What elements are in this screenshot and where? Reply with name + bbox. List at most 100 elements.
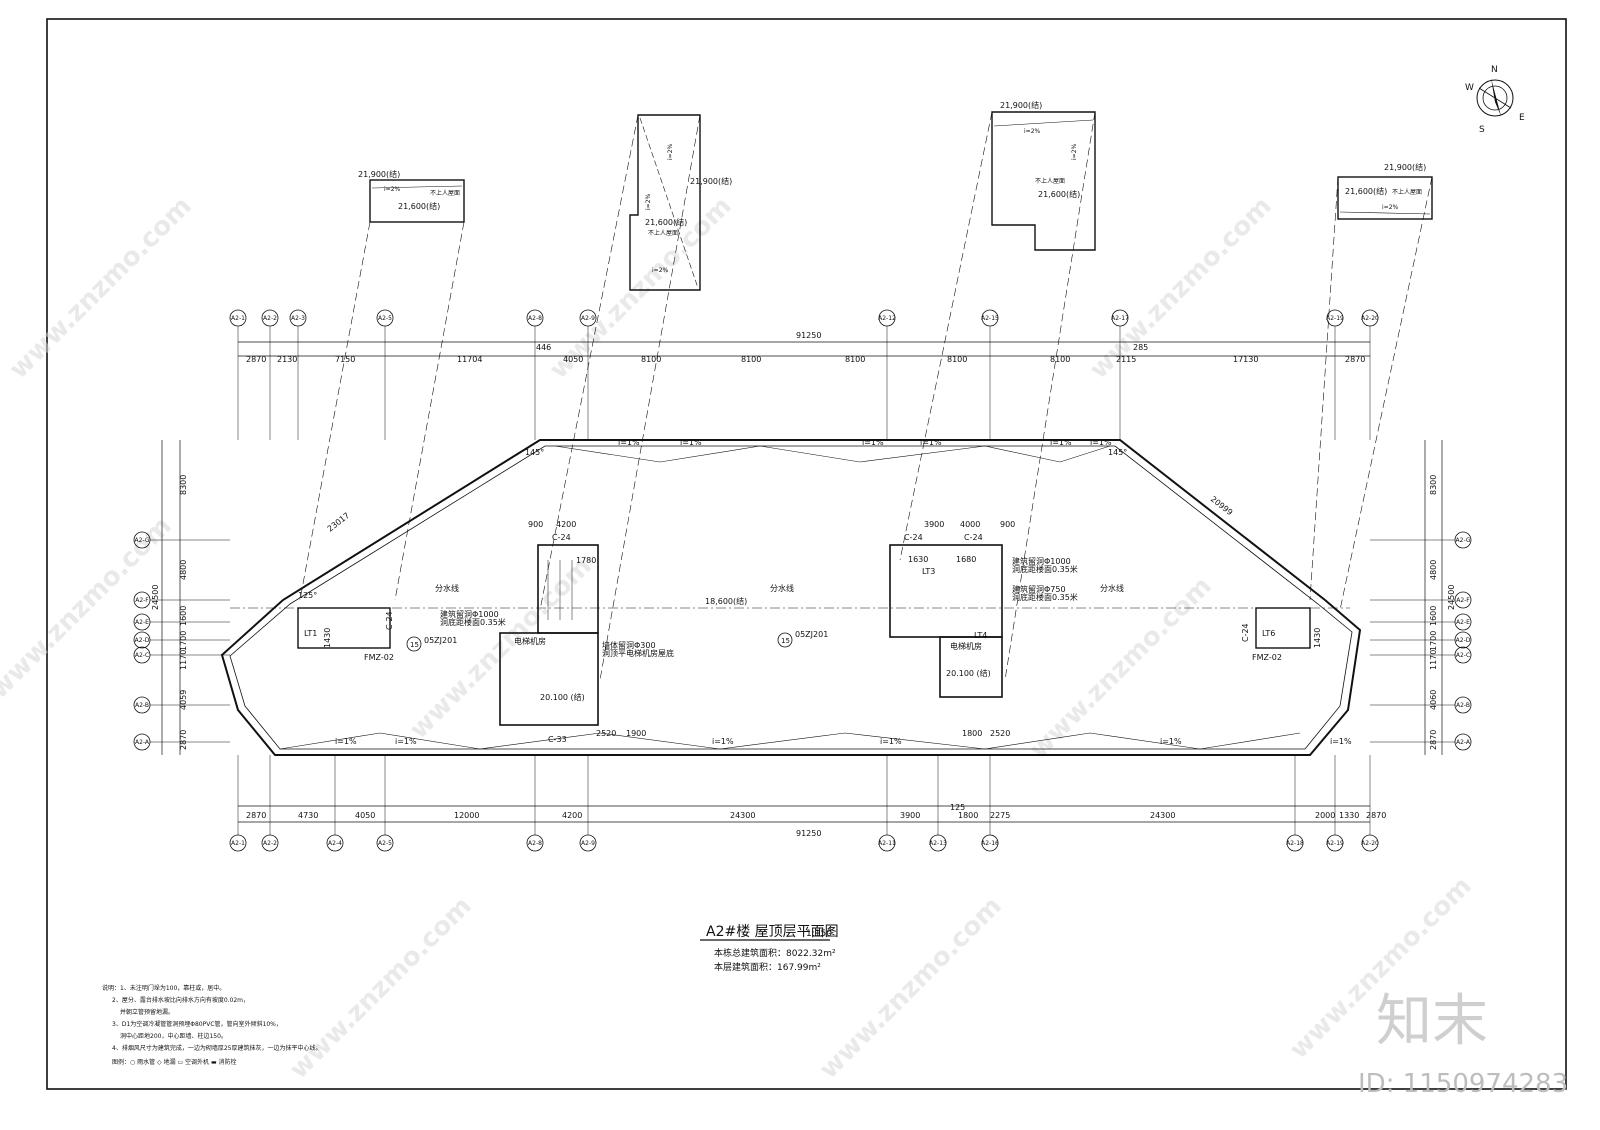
svg-text:12000: 12000: [454, 811, 479, 820]
svg-text:05ZJ201: 05ZJ201: [424, 636, 457, 645]
roof-level: 18,600(结): [705, 596, 747, 606]
total-area: 本栋总建筑面积：8022.32m²: [714, 947, 836, 959]
svg-text:4200: 4200: [562, 811, 582, 820]
axis-bubble-left: A2-F: [133, 591, 151, 609]
top-dimensions: 91250 2870 2130 7150 11704 446 4050 8100…: [238, 331, 1370, 364]
svg-text:分水线: 分水线: [770, 583, 794, 593]
compass-icon: N E S W: [1465, 65, 1525, 135]
brand-logo: 知末: [1376, 989, 1488, 1054]
svg-text:i=1%: i=1%: [618, 438, 640, 447]
svg-text:墙体留洞Φ300: 墙体留洞Φ300: [602, 640, 656, 650]
roof-inset-3: 21,900(结) i=2% i=2% 不上人屋面 21,600(结): [991, 100, 1096, 251]
svg-text:图例：○ 雨水管 ◇ 地漏 ▭ 空调外机 ▬ 消防栓: 图例：○ 雨水管 ◇ 地漏 ▭ 空调外机 ▬ 消防栓: [112, 1058, 237, 1066]
svg-text:FMZ-02: FMZ-02: [364, 653, 394, 662]
svg-text:LT6: LT6: [1262, 629, 1275, 638]
svg-text:4200: 4200: [556, 520, 576, 529]
axis-bubble-bottom: A2-16: [981, 834, 999, 852]
brand-watermark: 知末 ID: 1150974283: [1358, 989, 1568, 1099]
axis-bubble-right: A2-A: [1454, 733, 1472, 751]
axis-bubble-bottom: A2-20: [1361, 834, 1379, 852]
svg-text:4800: 4800: [1429, 560, 1438, 580]
svg-text:洞底距楼面0.35米: 洞底距楼面0.35米: [440, 617, 506, 627]
svg-text:2870: 2870: [246, 355, 266, 364]
svg-text:说明：1、未注明门垛为100，靠柱或，居中。: 说明：1、未注明门垛为100，靠柱或，居中。: [102, 984, 225, 992]
svg-text:1170: 1170: [179, 650, 188, 670]
floor-area: 本层建筑面积：167.99m²: [714, 961, 821, 973]
svg-text:8100: 8100: [947, 355, 967, 364]
svg-text:1800: 1800: [962, 729, 982, 738]
svg-text:A2-2: A2-2: [263, 315, 277, 322]
svg-text:1170: 1170: [1429, 650, 1438, 670]
svg-text:A2-B: A2-B: [1456, 702, 1470, 709]
svg-text:125°: 125°: [298, 591, 317, 600]
svg-text:2870: 2870: [1345, 355, 1365, 364]
svg-text:15: 15: [781, 637, 790, 645]
svg-text:A2-F: A2-F: [1456, 597, 1470, 604]
drawing-title: A2#楼 屋顶层平面图: [706, 924, 839, 940]
svg-text:24300: 24300: [1150, 811, 1175, 820]
svg-text:2、屋分、露台排水坡比向排水方向有坡度0.02m，: 2、屋分、露台排水坡比向排水方向有坡度0.02m，: [112, 996, 249, 1004]
svg-text:LT4: LT4: [974, 631, 987, 640]
right-dimensions: 8300 4800 1600 1700 1170 4060 2870 24500: [1424, 440, 1456, 755]
svg-text:2130: 2130: [277, 355, 297, 364]
axis-bubble-left: A2-C: [133, 646, 151, 664]
axis-bubble-right: A2-G: [1454, 531, 1472, 549]
svg-text:8100: 8100: [845, 355, 865, 364]
svg-text:A2-1: A2-1: [231, 315, 245, 322]
svg-text:A2-9: A2-9: [581, 315, 595, 322]
svg-text:17130: 17130: [1233, 355, 1258, 364]
axis-bubble-left: A2-E: [133, 613, 151, 631]
svg-text:A2-12: A2-12: [878, 315, 896, 322]
axis-bubble-left: A2-B: [133, 696, 151, 714]
general-notes: 说明：1、未注明门垛为100，靠柱或，居中。 2、屋分、露台排水坡比向排水方向有…: [102, 984, 321, 1066]
axis-bubble-top: A2-17: [1111, 309, 1129, 327]
axis-bubble-top: A2-5: [376, 309, 394, 327]
core-right: C-24 C-24 3900 4000 900 1630 1680 LT3 LT…: [889, 520, 1078, 738]
svg-text:1680: 1680: [956, 555, 976, 564]
compass-s: S: [1479, 125, 1485, 135]
axis-bubble-bottom: A2-4: [326, 834, 344, 852]
svg-text:i=1%: i=1%: [1160, 737, 1182, 746]
svg-text:并朝立管预留地漏。: 并朝立管预留地漏。: [120, 1008, 174, 1016]
svg-text:分水线: 分水线: [1100, 583, 1124, 593]
roof-inset-4: 21,900(结) 21,600(结) 不上人屋面 i=2%: [1337, 162, 1433, 220]
svg-text:1330: 1330: [1339, 811, 1359, 820]
axis-bubble-top: A2-9: [579, 309, 597, 327]
svg-text:2520: 2520: [990, 729, 1010, 738]
axis-bubble-bottom: A2-5: [376, 834, 394, 852]
svg-text:21,600(结): 21,600(结): [645, 217, 687, 227]
svg-text:洞顶平电梯机房屋底: 洞顶平电梯机房屋底: [602, 648, 674, 658]
svg-text:1700: 1700: [1429, 631, 1438, 651]
svg-text:i=2%: i=2%: [1382, 204, 1399, 211]
svg-text:900: 900: [1000, 520, 1015, 529]
axis-bubble-bottom: A2-18: [1286, 834, 1304, 852]
svg-text:LT3: LT3: [922, 567, 935, 576]
compass-n: N: [1491, 65, 1498, 75]
svg-text:2870: 2870: [179, 730, 188, 750]
svg-text:21,900(结): 21,900(结): [1384, 162, 1426, 172]
svg-text:i=2%: i=2%: [1071, 143, 1078, 160]
svg-text:不上人屋面: 不上人屋面: [430, 189, 460, 197]
svg-text:i=1%: i=1%: [712, 737, 734, 746]
axis-bubble-right: A2-C: [1454, 646, 1472, 664]
svg-text:A2-19: A2-19: [1326, 315, 1344, 322]
svg-text:A2-1: A2-1: [231, 840, 245, 847]
axis-bubble-top: A2-8: [526, 309, 544, 327]
roof-labels: 18,600(结) 分水线 分水线 分水线 23017 20999 建筑留洞Φ1…: [298, 438, 1352, 746]
svg-text:A2-16: A2-16: [981, 840, 999, 847]
svg-text:i=2%: i=2%: [667, 143, 674, 160]
svg-text:4800: 4800: [179, 560, 188, 580]
watermark-site-8: www.znzmo.com: [814, 891, 1008, 1085]
svg-text:A2-18: A2-18: [1286, 840, 1304, 847]
svg-text:125: 125: [950, 803, 965, 812]
axis-bubble-left: A2-A: [133, 733, 151, 751]
svg-text:1600: 1600: [179, 606, 188, 626]
axis-bubble-right: A2-F: [1454, 591, 1472, 609]
svg-text:A2-3: A2-3: [291, 315, 305, 322]
svg-text:900: 900: [528, 520, 543, 529]
svg-text:A2-5: A2-5: [378, 840, 392, 847]
roof-inset-1: 21,900(结) i=2% 不上人屋面 21,600(结): [358, 169, 465, 223]
svg-text:446: 446: [536, 343, 551, 352]
svg-text:8300: 8300: [1429, 475, 1438, 495]
